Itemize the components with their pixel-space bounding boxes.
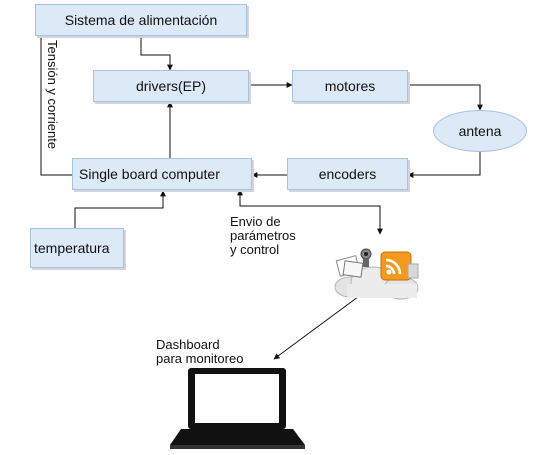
encoders-label: encoders [318, 166, 377, 182]
cloud-rss-icon [334, 248, 419, 300]
sbc-label: Single board computer [79, 166, 220, 182]
edge-power-drivers [140, 36, 173, 71]
motors-label: motores [324, 78, 376, 94]
edge-motors-antenna [408, 84, 483, 111]
edge-temperature-sbc [74, 190, 166, 228]
motors-node: motores [292, 70, 408, 102]
edge-cloud-laptop [273, 290, 367, 360]
sbc-node: Single board computer [72, 158, 252, 190]
antenna-label: antena [458, 123, 502, 139]
dashboard-label: Dashboard para monitoreo [156, 337, 244, 366]
power-sbc-label: Tensión y corriente [45, 40, 60, 150]
cloud-link-label: Envio de parámetros y control [230, 214, 296, 257]
antenna-node: antena [433, 110, 527, 152]
temperature-node: temperatura [30, 228, 124, 268]
edge-power-sbc [40, 36, 72, 176]
edge-sbc-cloud [237, 189, 383, 235]
power-supply-node: Sistema de alimentación [35, 4, 247, 36]
drivers-label: drivers(EP) [135, 78, 206, 94]
encoders-node: encoders [287, 158, 408, 190]
power-supply-label: Sistema de alimentación [64, 12, 218, 28]
temperature-label: temperatura [34, 240, 110, 256]
edge-antenna-encoders [407, 150, 481, 178]
drivers-node: drivers(EP) [93, 70, 249, 102]
laptop-icon [170, 368, 305, 449]
